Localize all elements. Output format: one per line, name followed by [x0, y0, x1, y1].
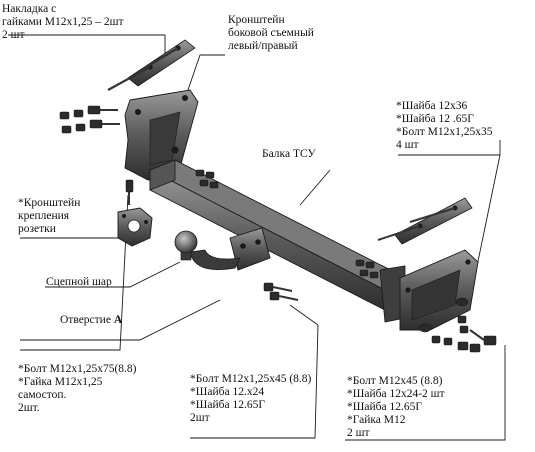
label-side-bracket-line3: левый/правый — [228, 40, 298, 52]
label-bolt-right-line3: *Шайба 12.65Г — [347, 401, 422, 413]
label-overlay-plates-line1: Накладка с — [2, 3, 57, 15]
side-bracket-left — [124, 89, 199, 181]
tow-ball — [174, 230, 198, 261]
label-hole-a: Отверстие А — [60, 314, 122, 327]
label-bolt-middle-line1: *Болт М12х1,25х45 (8.8) — [190, 373, 312, 385]
label-socket-bracket-line2: крепления — [18, 210, 70, 222]
label-bolt-middle: *Болт М12х1,25х45 (8.8) *Шайба 12.х24 *Ш… — [190, 373, 311, 425]
overlay-plate-left — [107, 39, 196, 91]
label-bolt-middle-line2: *Шайба 12.х24 — [190, 386, 265, 398]
fasteners-beam-top — [195, 169, 379, 279]
label-bolt-left-line4: 2шт. — [18, 402, 40, 414]
label-socket-bracket-line1: *Кронштейн — [18, 197, 81, 209]
label-bolt-left-line3: самостоп. — [18, 389, 67, 401]
leader-bolt-left — [20, 194, 129, 351]
leader-bolt-middle — [190, 304, 319, 439]
label-overlay-plates-line3: 2 шт — [2, 29, 25, 41]
label-bolt-middle-line4: 2шт — [190, 412, 210, 424]
leader-hole-a — [20, 299, 221, 341]
side-bracket-right — [399, 249, 479, 331]
label-bolt-right-line1: *Болт М12х45 (8.8) — [347, 375, 443, 387]
ball-mount — [189, 227, 271, 271]
label-washers-top-right-line2: *Шайба 12 .65Г — [396, 113, 474, 125]
leader-beam — [299, 169, 331, 206]
label-tow-ball: Сцепной шар — [46, 276, 112, 289]
label-tow-ball-text: Сцепной шар — [46, 276, 112, 288]
label-bolt-left-line1: *Болт М12х1,25х75(8.8) — [18, 363, 137, 375]
label-bolt-left: *Болт М12х1,25х75(8.8) *Гайка М12х1,25 с… — [18, 363, 136, 415]
label-bolt-right-line2: *Шайба 12х24-2 шт — [347, 388, 445, 400]
label-washers-top-right-line3: *Болт М12х1,25х35 — [396, 126, 493, 138]
overlay-plate-right — [377, 197, 473, 245]
label-beam: Балка ТСУ — [262, 148, 316, 161]
fasteners-right — [418, 297, 497, 353]
label-side-bracket-line2: боковой съемный — [228, 27, 314, 39]
label-bolt-right-line4: *Гайка М12 — [347, 414, 406, 426]
label-overlay-plates-line2: гайками М12х1,25 – 2шт — [2, 16, 124, 28]
leader-overlay-plates — [8, 34, 166, 60]
label-bolt-right: *Болт М12х45 (8.8) *Шайба 12х24-2 шт *Ша… — [347, 375, 445, 440]
fasteners-middle — [263, 282, 299, 301]
label-beam-text: Балка ТСУ — [262, 148, 316, 160]
label-side-bracket-line1: Кронштейн — [228, 14, 285, 26]
socket-bracket — [117, 207, 153, 247]
label-socket-bracket-line3: розетки — [18, 223, 56, 235]
label-washers-top-right-line4: 4 шт — [396, 139, 419, 151]
label-washers-top-right-line1: *Шайба 12х36 — [396, 100, 468, 112]
label-socket-bracket: *Кронштейн крепления розетки — [18, 197, 80, 236]
label-side-bracket: Кронштейн боковой съемный левый/правый — [228, 14, 314, 53]
fasteners-left — [59, 105, 134, 205]
label-hole-a-letter: А — [113, 314, 123, 326]
leader-tow-ball — [45, 261, 181, 288]
label-hole-a-prefix: Отверстие — [60, 314, 114, 326]
label-bolt-right-line5: 2 шт — [347, 427, 370, 439]
label-overlay-plates: Накладка с гайками М12х1,25 – 2шт 2 шт — [2, 3, 124, 42]
label-bolt-left-line2: *Гайка М12х1,25 — [18, 376, 103, 388]
label-washers-top-right: *Шайба 12х36 *Шайба 12 .65Г *Болт М12х1,… — [396, 100, 492, 152]
label-bolt-middle-line3: *Шайба 12.65Г — [190, 399, 265, 411]
leader-bolt-right — [345, 345, 506, 441]
